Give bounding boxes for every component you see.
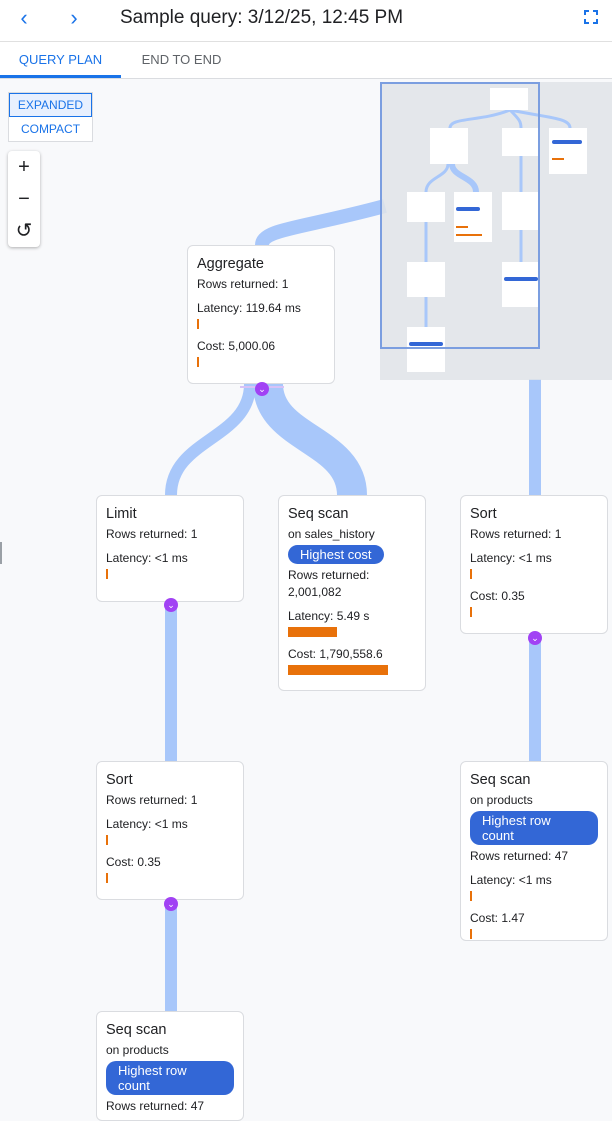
latency-bar [106,835,108,845]
cost-bar [470,607,472,617]
cost: Cost: 1.47 [470,911,525,925]
horizontal-scroll-handle[interactable] [0,542,2,564]
minimap-diagram [407,88,587,372]
expand-chevron-icon[interactable]: ⌄ [164,897,178,911]
edge-aggregate-limit [165,383,256,496]
node-name: Seq scan [470,772,531,788]
reset-zoom-button[interactable]: ↺ [15,220,33,242]
latency-bar [470,569,472,579]
tab-query-plan[interactable]: QUERY PLAN [0,42,121,78]
cost-bar [197,357,199,367]
node-sort-right[interactable]: Sort Rows returned: 1 Latency: <1 ms Cos… [460,495,608,634]
latency: Latency: <1 ms [106,551,188,565]
latency: Latency: 5.49 s [288,609,370,623]
expand-chevron-icon[interactable]: ⌄ [528,631,542,645]
node-name: Sort [470,506,497,522]
cost-bar [106,873,108,883]
rows-returned: Rows returned: 47 [106,1099,205,1113]
header: ‹ › Sample query: 3/12/25, 12:45 PM [0,0,612,42]
table-name: on products [470,793,533,807]
cost-bar [470,929,472,939]
cost: Cost: 5,000.06 [197,339,276,353]
node-seq-scan-products-right[interactable]: Seq scan on products Highest row count R… [460,761,608,941]
table-name: on products [106,1043,169,1057]
highest-cost-badge: Highest cost [288,545,384,564]
tab-end-to-end[interactable]: END TO END [141,52,222,67]
page-title: Sample query: 3/12/25, 12:45 PM [120,7,404,28]
expand-chevron-icon[interactable]: ⌄ [164,598,178,612]
zoom-out-button[interactable]: − [18,188,30,210]
rows-returned: Rows returned: 1 [106,527,198,541]
node-aggregate[interactable]: Aggregate Rows returned: 1 Latency: 119.… [187,245,335,384]
rows-returned: Rows returned: 47 [470,849,569,863]
rows-returned: Rows returned: 1 [470,527,562,541]
latency-bar [288,627,337,637]
latency: Latency: 119.64 ms [197,301,301,315]
latency-bar [106,569,108,579]
node-name: Seq scan [288,506,349,522]
highest-row-count-badge: Highest row count [470,811,598,845]
highest-row-count-badge: Highest row count [106,1061,234,1095]
back-button[interactable]: ‹ [20,5,28,30]
expand-chevron-icon[interactable]: ⌄ [255,382,269,396]
node-limit[interactable]: Limit Rows returned: 1 Latency: <1 ms [96,495,244,602]
latency-bar [470,891,472,901]
node-name: Sort [106,772,133,788]
node-name: Aggregate [197,256,264,272]
compact-option[interactable]: COMPACT [20,122,81,136]
view-toggle: EXPANDED COMPACT [8,92,93,142]
rows-returned: Rows returned: 1 [197,277,289,291]
expanded-option[interactable]: EXPANDED [9,93,92,117]
latency: Latency: <1 ms [470,551,552,565]
zoom-in-button[interactable]: + [18,156,30,178]
latency: Latency: <1 ms [106,817,188,831]
table-name: on sales_history [288,527,375,541]
tab-bar: QUERY PLAN END TO END [0,42,612,79]
cost: Cost: 0.35 [106,855,161,869]
zoom-controls: + − ↺ [8,151,40,247]
fullscreen-icon[interactable] [584,10,598,24]
latency-bar [197,319,199,329]
cost: Cost: 1,790,558.6 [288,647,383,661]
node-name: Limit [106,506,137,522]
rows-returned-value: 2,001,082 [288,585,342,599]
edge-aggregate-seqscan [253,382,367,497]
edge-parent-aggregate [255,199,387,247]
node-name: Seq scan [106,1022,167,1038]
cost-bar [288,665,388,675]
minimap[interactable] [380,82,612,380]
node-seq-scan-products-bottom[interactable]: Seq scan on products Highest row count R… [96,1011,244,1121]
plan-canvas[interactable]: EXPANDED COMPACT + − ↺ Aggregate Rows re… [0,79,612,1121]
node-sort-left[interactable]: Sort Rows returned: 1 Latency: <1 ms Cos… [96,761,244,900]
rows-returned: Rows returned: [288,568,370,582]
plan-edges [165,199,541,1011]
forward-button[interactable]: › [70,5,78,30]
rows-returned: Rows returned: 1 [106,793,198,807]
cost: Cost: 0.35 [470,589,525,603]
latency: Latency: <1 ms [470,873,552,887]
minimap-viewport[interactable] [380,82,540,349]
node-seq-scan-sales-history[interactable]: Seq scan on sales_history Highest cost R… [278,495,426,691]
